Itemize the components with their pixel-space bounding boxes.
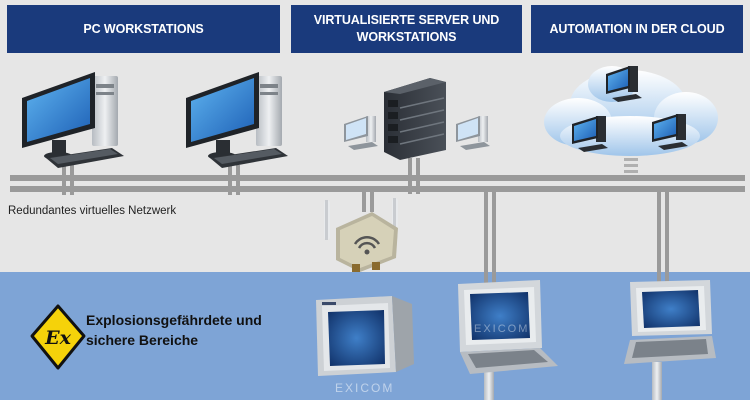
hazard-ex-text: Ex bbox=[44, 327, 71, 349]
hazard-zone-label: Explosionsgefährdete und sichere Bereich… bbox=[86, 312, 262, 349]
pc-workstation-icon bbox=[186, 72, 288, 168]
pc-workstation-icon bbox=[22, 72, 124, 168]
network-bus bbox=[10, 175, 745, 192]
panel-pc-icon bbox=[458, 280, 558, 400]
network-label: Redundantes virtuelles Netzwerk bbox=[8, 205, 177, 217]
wireless-access-point-icon bbox=[324, 198, 398, 272]
panel-pc-icon bbox=[316, 296, 414, 376]
pc-workstation-icon bbox=[572, 116, 608, 152]
pc-workstation-icon bbox=[606, 66, 642, 102]
pc-workstation-icon bbox=[344, 116, 378, 150]
cloud-icon bbox=[544, 66, 718, 156]
hazard-ex-icon bbox=[30, 304, 86, 370]
network-drop-lines bbox=[62, 152, 669, 286]
header-pc-workstations: PC WORKSTATIONS bbox=[7, 5, 280, 53]
panel-pc-icon bbox=[624, 280, 716, 400]
watermark: EXICOM bbox=[474, 323, 529, 335]
pc-workstation-icon bbox=[652, 114, 688, 150]
pc-workstation-icon bbox=[456, 116, 490, 150]
watermark: EXICOM bbox=[335, 381, 394, 395]
server-rack-icon bbox=[384, 78, 446, 160]
header-cloud-automation: AUTOMATION IN DER CLOUD bbox=[531, 5, 743, 53]
header-virtual-servers: VIRTUALISIERTE SERVER UND WORKSTATIONS bbox=[291, 5, 522, 53]
